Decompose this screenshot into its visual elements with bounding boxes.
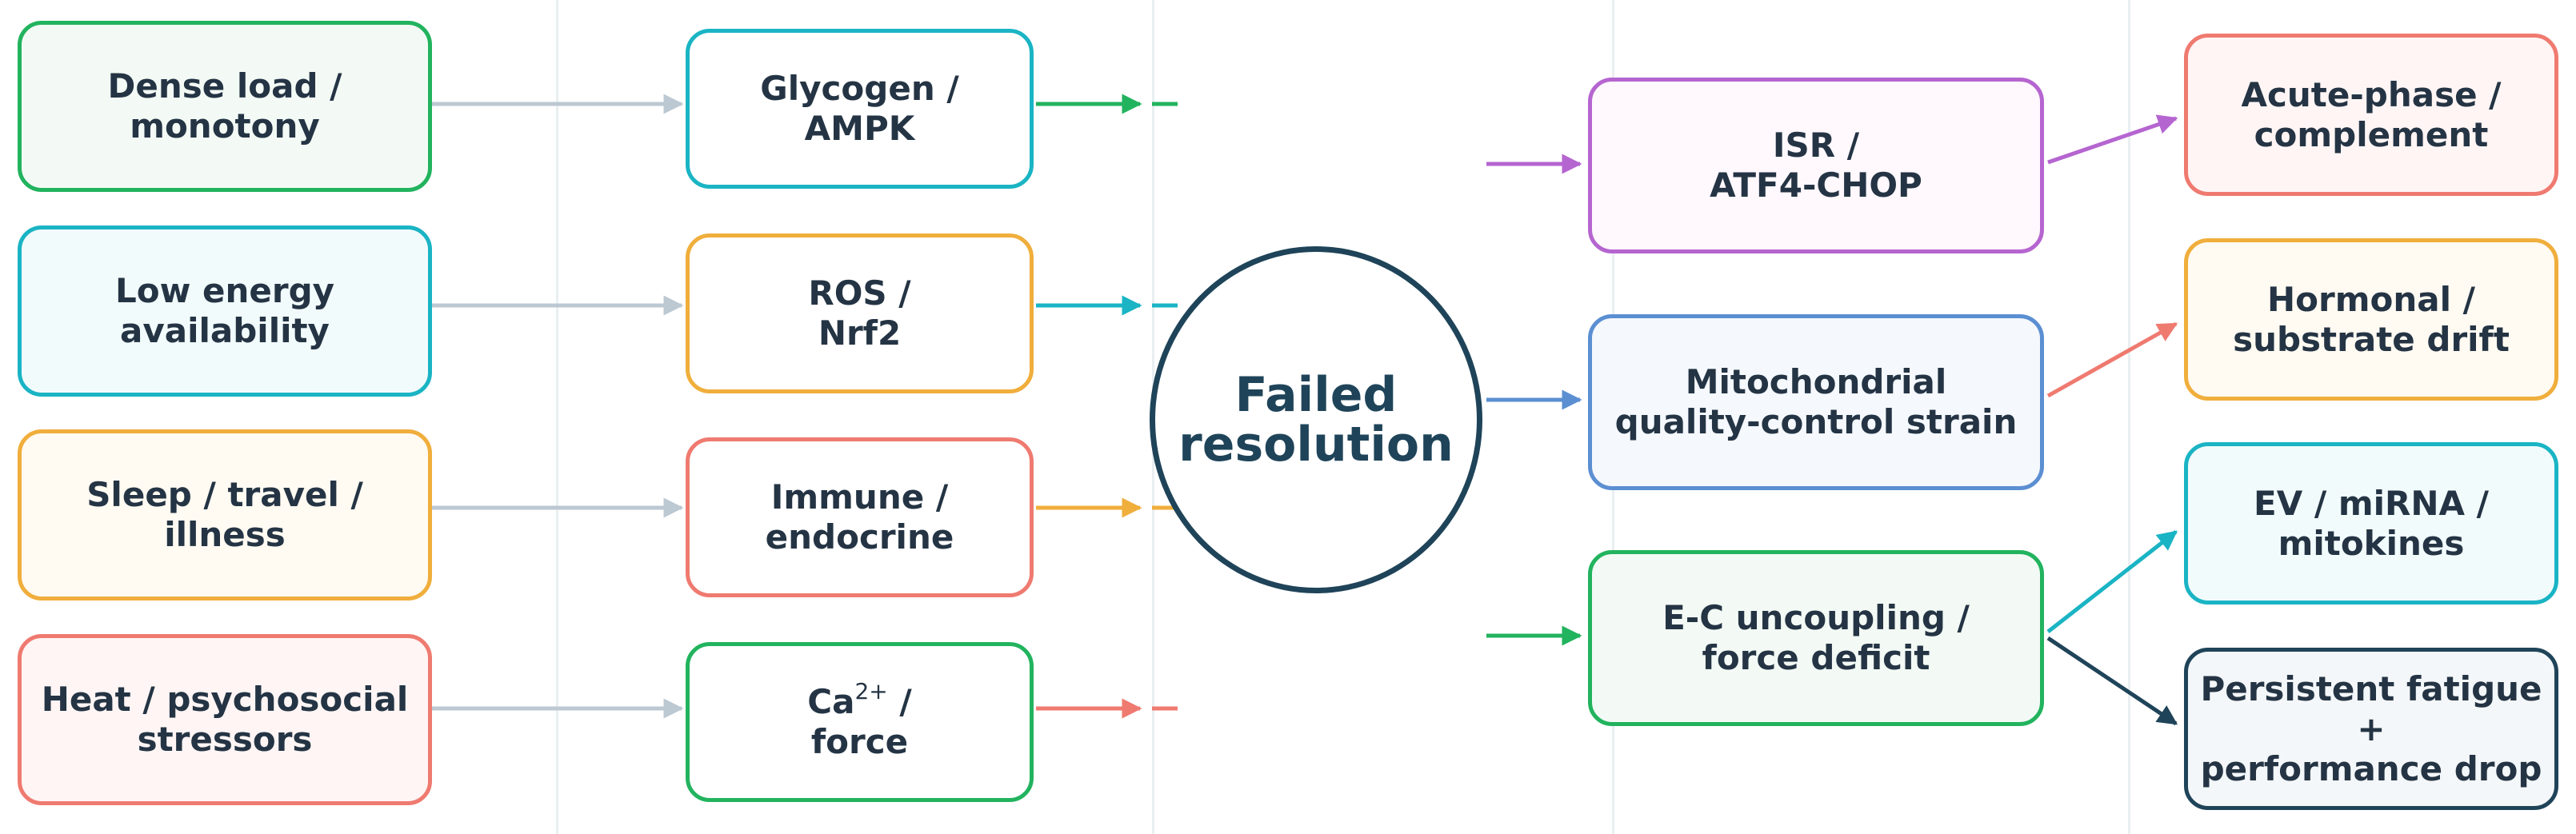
mechanism-label-line2: Nrf2 — [818, 313, 902, 353]
outcome-label-line2: substrate drift — [2233, 319, 2510, 359]
hub-label-line2: resolution — [1178, 417, 1454, 473]
pathway-box-isr: ISR /ATF4-CHOP — [1588, 78, 2044, 253]
outcome-label-line1: Acute-phase / — [2241, 74, 2502, 114]
pathway-label-line1: E-C uncoupling / — [1662, 598, 1970, 637]
column-guide — [556, 0, 558, 834]
outcome-box-acute-phase: Acute-phase /complement — [2184, 34, 2558, 196]
input-label-line1: Sleep / travel / — [86, 475, 363, 514]
outcome-box-hormonal: Hormonal /substrate drift — [2184, 238, 2558, 401]
mechanism-label-line1: Glycogen / — [760, 69, 959, 108]
calcium-charge: 2+ — [854, 678, 888, 704]
mechanism-label-line1: Ca2+ / — [807, 680, 912, 722]
mechanism-box-glycogen: Glycogen /AMPK — [686, 29, 1034, 189]
input-label-line2: monotony — [130, 106, 320, 146]
pathway-label-line2: quality-control strain — [1614, 402, 2018, 441]
outcome-box-ev-mirna: EV / miRNA /mitokines — [2184, 442, 2558, 605]
outcome-label-line1: EV / miRNA / — [2254, 483, 2489, 523]
outcome-label-line2: mitokines — [2278, 523, 2465, 563]
mechanism-label-line2: endocrine — [765, 517, 954, 557]
mechanism-box-ros: ROS /Nrf2 — [686, 233, 1034, 393]
mechanism-label-line2: force — [810, 722, 909, 761]
arrow-outcome-1 — [2047, 114, 2178, 165]
mechanism-box-calcium: Ca2+ / force — [686, 642, 1034, 802]
input-label-line2: illness — [164, 515, 286, 554]
input-label-line1: Heat / psychosocial — [41, 680, 409, 719]
failed-resolution-hub: Failed resolution — [1150, 246, 1482, 593]
outcome-label-line1: Hormonal / — [2267, 279, 2475, 319]
pathway-label-line2: ATF4-CHOP — [1710, 166, 1922, 205]
input-label-line1: Dense load / — [107, 66, 342, 106]
arrow-outcome-2 — [2046, 321, 2178, 398]
outcome-label-line1: Persistent fatigue + — [2200, 668, 2542, 748]
pathway-label-line2: force deficit — [1702, 638, 1930, 677]
pathway-label-line1: Mitochondrial — [1685, 362, 1947, 401]
input-label-line2: availability — [120, 311, 330, 350]
input-label-line1: Low energy — [114, 271, 335, 310]
calcium-symbol: Ca — [807, 682, 855, 721]
column-guide — [2128, 0, 2130, 834]
arrow-outcome-3 — [2046, 530, 2178, 633]
input-label-line2: stressors — [137, 720, 313, 759]
input-box-sleep-travel: Sleep / travel /illness — [18, 429, 432, 601]
pathway-label-line1: ISR / — [1772, 126, 1860, 165]
mechanism-box-immune: Immune /endocrine — [686, 437, 1034, 597]
mechanism-label-line1: Immune / — [770, 477, 949, 517]
hub-label-line1: Failed — [1234, 367, 1398, 423]
calcium-slash: / — [899, 682, 912, 721]
outcome-box-persistent-fatigue: Persistent fatigue +performance drop — [2184, 648, 2558, 810]
pathway-box-ec-uncoupling: E-C uncoupling /force deficit — [1588, 550, 2044, 726]
input-box-dense-load: Dense load /monotony — [18, 21, 432, 192]
outcome-label-line2: performance drop — [2200, 748, 2542, 788]
outcome-label-line2: complement — [2254, 114, 2489, 154]
mechanism-label-line1: ROS / — [808, 273, 911, 313]
mechanism-label-line2: AMPK — [804, 109, 915, 148]
arrow-outcome-4 — [2046, 636, 2178, 726]
